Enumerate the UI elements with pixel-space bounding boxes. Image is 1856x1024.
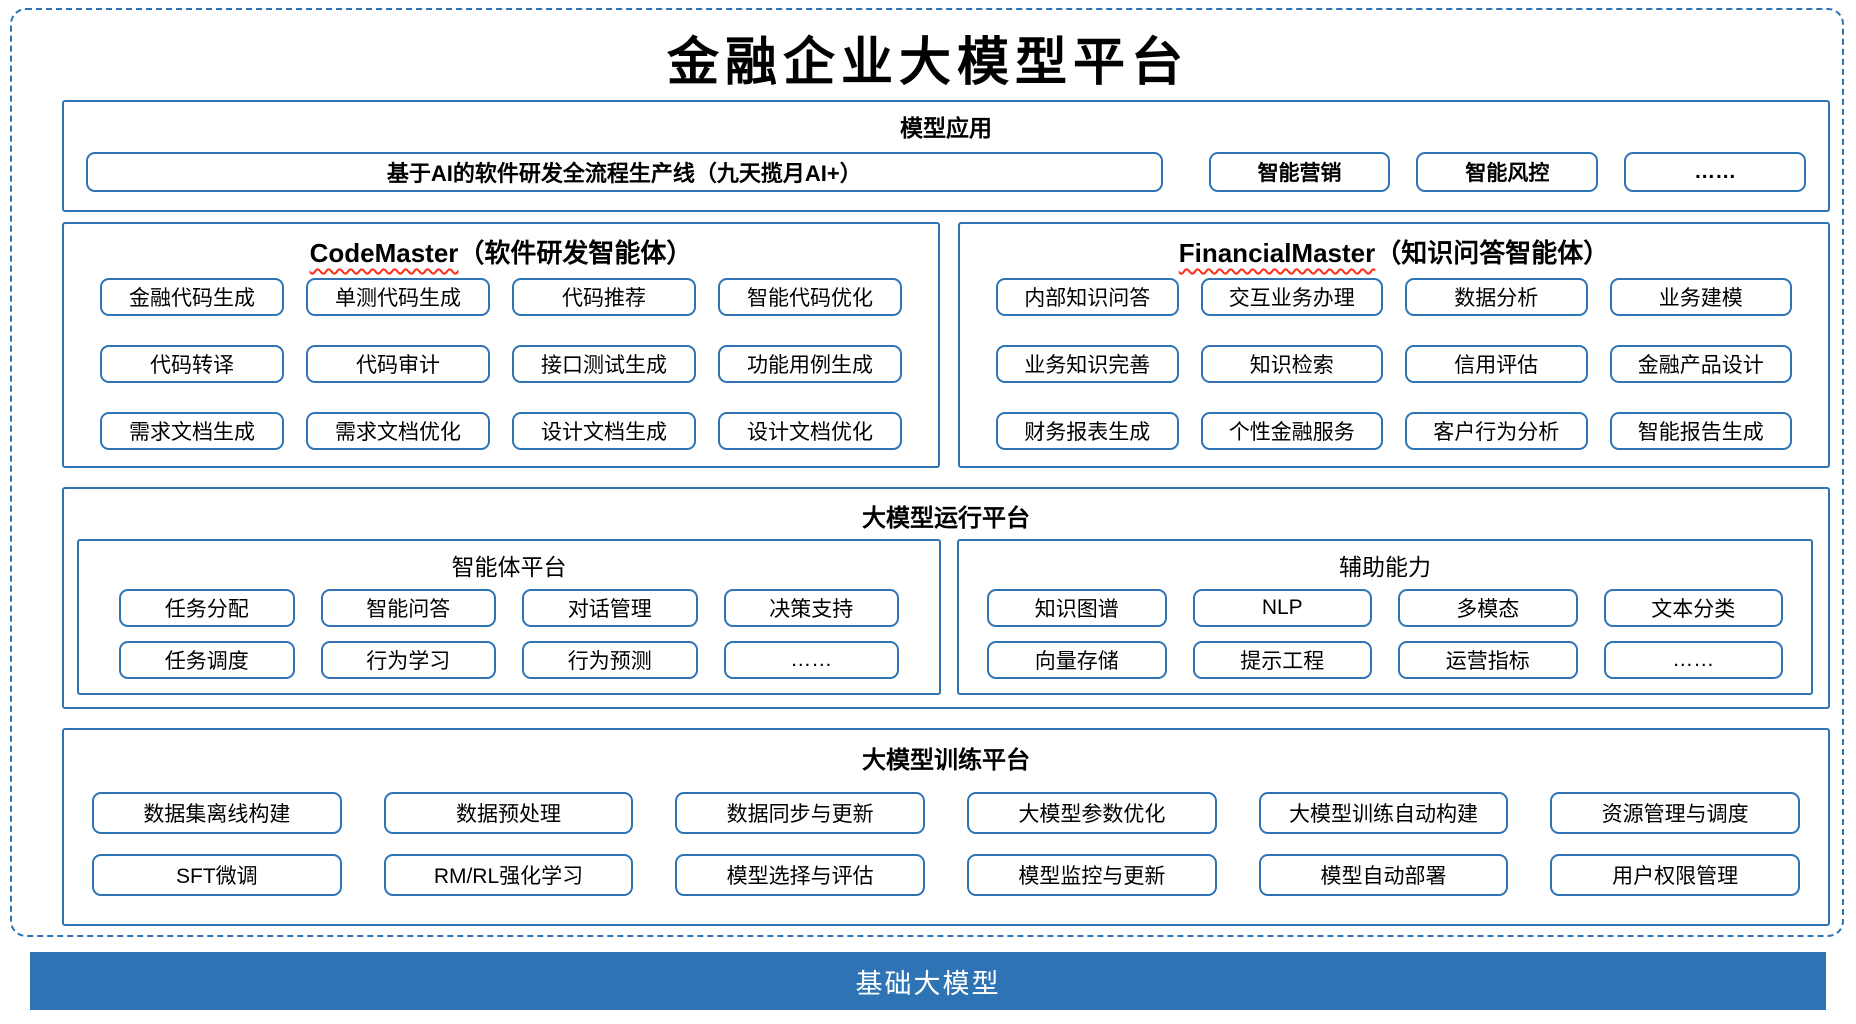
training-box: 数据预处理 <box>383 792 634 834</box>
codemaster-box: 接口测试生成 <box>512 345 696 383</box>
codemaster-box: 设计文档生成 <box>512 412 696 450</box>
training-box: RM/RL强化学习 <box>383 854 634 896</box>
codemaster-grid: 金融代码生成 单测代码生成 代码推荐 智能代码优化 代码转译 代码审计 接口测试… <box>100 278 902 450</box>
section-runtime-platform: 大模型运行平台 智能体平台 任务分配 智能问答 对话管理 决策支持 任务调度 行… <box>62 487 1830 709</box>
auxiliary-capabilities-title: 辅助能力 <box>1339 554 1431 580</box>
codemaster-box: 设计文档优化 <box>718 412 902 450</box>
codemaster-name-zh: （软件研发智能体） <box>458 238 693 268</box>
agent-platform-grid: 任务分配 智能问答 对话管理 决策支持 任务调度 行为学习 行为预测 …… <box>119 589 899 679</box>
app-box-ai-pipeline: 基于AI的软件研发全流程生产线（九天揽月AI+） <box>86 152 1163 192</box>
training-box: 数据同步与更新 <box>675 792 925 834</box>
codemaster-box: 智能代码优化 <box>718 278 902 316</box>
auxiliary-box: 向量存储 <box>987 641 1167 679</box>
agent-platform-box: 任务分配 <box>119 589 295 627</box>
training-platform-title: 大模型训练平台 <box>862 747 1030 774</box>
training-box: 大模型训练自动构建 <box>1258 792 1509 834</box>
agents-row: CodeMaster（软件研发智能体） 金融代码生成 单测代码生成 代码推荐 智… <box>62 222 1830 468</box>
agent-platform-box: 行为预测 <box>522 641 698 679</box>
agent-platform-box: 智能问答 <box>320 589 496 627</box>
training-box: 资源管理与调度 <box>1550 792 1800 834</box>
training-box: 用户权限管理 <box>1550 854 1800 896</box>
financialmaster-grid: 内部知识问答 交互业务办理 数据分析 业务建模 业务知识完善 知识检索 信用评估… <box>996 278 1792 450</box>
auxiliary-box: 多模态 <box>1398 589 1578 627</box>
codemaster-box: 需求文档优化 <box>306 412 490 450</box>
training-box: 模型自动部署 <box>1258 854 1509 896</box>
auxiliary-box: 知识图谱 <box>987 589 1167 627</box>
training-box: 模型选择与评估 <box>675 854 925 896</box>
codemaster-box: 代码审计 <box>306 345 490 383</box>
agent-platform-box: …… <box>723 641 899 679</box>
financialmaster-box: 数据分析 <box>1405 278 1588 316</box>
financialmaster-title: FinancialMaster（知识问答智能体） <box>960 233 1828 270</box>
section-financialmaster: FinancialMaster（知识问答智能体） 内部知识问答 交互业务办理 数… <box>958 222 1830 468</box>
app-box-ellipsis: …… <box>1624 152 1807 192</box>
auxiliary-box: 提示工程 <box>1192 641 1372 679</box>
financialmaster-box: 内部知识问答 <box>996 278 1179 316</box>
financialmaster-box: 交互业务办理 <box>1200 278 1383 316</box>
codemaster-box: 代码推荐 <box>512 278 696 316</box>
financialmaster-box: 业务建模 <box>1609 278 1792 316</box>
codemaster-title: CodeMaster（软件研发智能体） <box>64 233 938 270</box>
section-model-applications-title: 模型应用 <box>900 115 992 141</box>
group-agent-platform: 智能体平台 任务分配 智能问答 对话管理 决策支持 任务调度 行为学习 行为预测… <box>77 539 941 695</box>
app-box-smart-risk-control: 智能风控 <box>1416 152 1599 192</box>
model-applications-row: 基于AI的软件研发全流程生产线（九天揽月AI+） 智能营销 智能风控 …… <box>86 152 1807 192</box>
auxiliary-box: 运营指标 <box>1398 641 1578 679</box>
training-box: 大模型参数优化 <box>967 792 1217 834</box>
group-auxiliary-capabilities: 辅助能力 知识图谱 NLP 多模态 文本分类 向量存储 提示工程 运营指标 …… <box>957 539 1813 695</box>
training-box: 数据集离线构建 <box>92 792 342 834</box>
base-model-bar: 基础大模型 <box>30 952 1826 1010</box>
financialmaster-box: 金融产品设计 <box>1609 345 1792 383</box>
training-box: 模型监控与更新 <box>967 854 1217 896</box>
page-title: 金融企业大模型平台 <box>666 32 1189 93</box>
financialmaster-name-en: FinancialMaster <box>1178 238 1376 268</box>
section-model-applications: 模型应用 基于AI的软件研发全流程生产线（九天揽月AI+） 智能营销 智能风控 … <box>62 100 1830 212</box>
codemaster-box: 金融代码生成 <box>100 278 284 316</box>
auxiliary-box: NLP <box>1192 589 1372 627</box>
codemaster-box: 需求文档生成 <box>100 412 284 450</box>
financialmaster-box: 业务知识完善 <box>996 345 1179 383</box>
agent-platform-title: 智能体平台 <box>451 554 567 580</box>
financialmaster-box: 信用评估 <box>1405 345 1588 383</box>
base-model-label: 基础大模型 <box>855 968 1001 999</box>
runtime-platform-title: 大模型运行平台 <box>862 505 1030 532</box>
financialmaster-box: 智能报告生成 <box>1609 412 1792 450</box>
auxiliary-box: 文本分类 <box>1603 589 1783 627</box>
financialmaster-name-zh: （知识问答智能体） <box>1375 238 1610 268</box>
agent-platform-box: 行为学习 <box>320 641 496 679</box>
agent-platform-box: 对话管理 <box>522 589 698 627</box>
auxiliary-capabilities-grid: 知识图谱 NLP 多模态 文本分类 向量存储 提示工程 运营指标 …… <box>987 589 1783 679</box>
codemaster-box: 功能用例生成 <box>718 345 902 383</box>
financialmaster-box: 知识检索 <box>1200 345 1383 383</box>
financialmaster-box: 客户行为分析 <box>1405 412 1588 450</box>
training-box: SFT微调 <box>92 854 342 896</box>
training-platform-grid: 数据集离线构建 数据预处理 数据同步与更新 大模型参数优化 大模型训练自动构建 … <box>92 792 1800 896</box>
auxiliary-box: …… <box>1603 641 1783 679</box>
outer-dashed-frame <box>10 8 1844 937</box>
agent-platform-box: 任务调度 <box>119 641 295 679</box>
section-training-platform: 大模型训练平台 数据集离线构建 数据预处理 数据同步与更新 大模型参数优化 大模… <box>62 728 1830 926</box>
financialmaster-box: 财务报表生成 <box>996 412 1179 450</box>
agent-platform-box: 决策支持 <box>723 589 899 627</box>
financialmaster-box: 个性金融服务 <box>1200 412 1383 450</box>
codemaster-box: 代码转译 <box>100 345 284 383</box>
codemaster-name-en: CodeMaster <box>309 238 459 268</box>
app-box-smart-marketing: 智能营销 <box>1208 152 1391 192</box>
codemaster-box: 单测代码生成 <box>306 278 490 316</box>
runtime-groups-row: 智能体平台 任务分配 智能问答 对话管理 决策支持 任务调度 行为学习 行为预测… <box>77 539 1813 695</box>
section-codemaster: CodeMaster（软件研发智能体） 金融代码生成 单测代码生成 代码推荐 智… <box>62 222 940 468</box>
